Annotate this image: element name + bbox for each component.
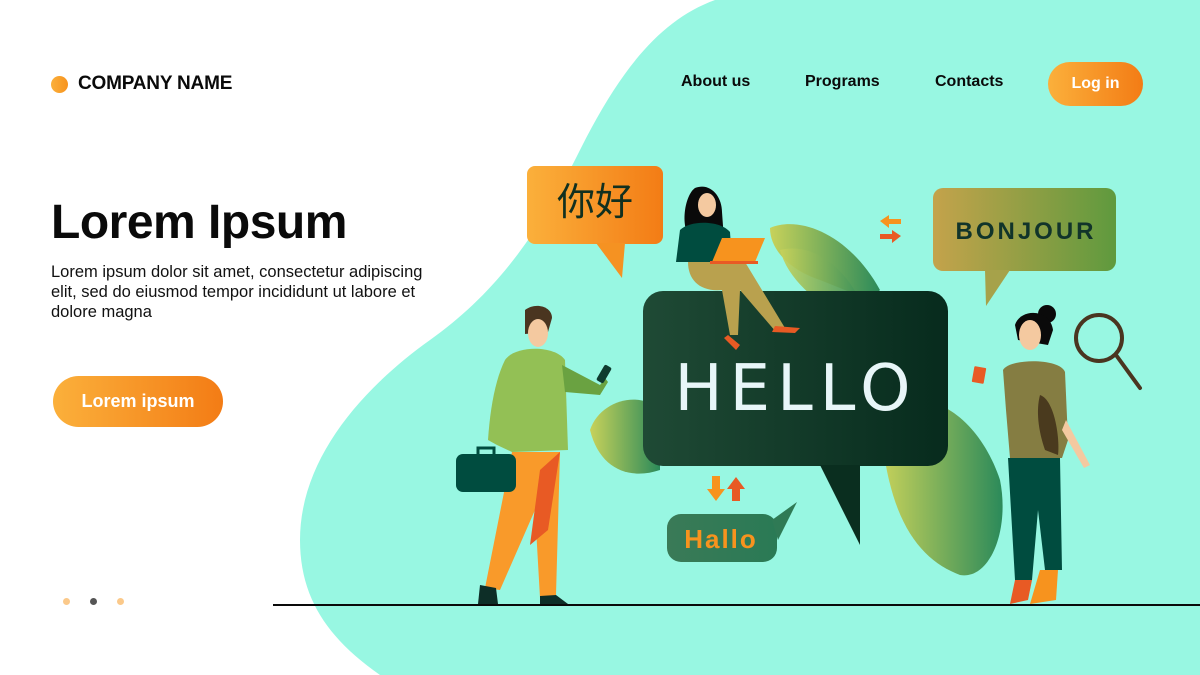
login-button[interactable]: Log in — [1048, 62, 1143, 106]
nav-about-us[interactable]: About us — [681, 73, 751, 90]
swap-arrows-icon — [880, 215, 901, 243]
man-with-briefcase — [456, 305, 612, 605]
company-name: COMPANY NAME — [78, 73, 233, 94]
logo-circle-icon — [51, 75, 68, 93]
woman-with-phone — [971, 305, 1090, 604]
logo[interactable]: COMPANY NAME — [51, 73, 232, 95]
cta-button[interactable]: Lorem ipsum — [53, 376, 223, 427]
english-greeting-text: HELLO — [675, 352, 918, 426]
hero-title: Lorem Ipsum — [51, 196, 347, 249]
magnifier-icon — [1074, 313, 1142, 390]
nav-programs[interactable]: Programs — [805, 73, 880, 90]
french-greeting-bubble — [933, 188, 1116, 306]
german-greeting-bubble — [667, 502, 797, 562]
carousel-dots — [63, 598, 124, 605]
english-greeting-bubble — [643, 291, 948, 545]
carousel-dot-3[interactable] — [117, 598, 124, 605]
chinese-greeting-bubble — [527, 166, 663, 278]
carousel-dot-2[interactable] — [90, 598, 97, 605]
hero-section: Lorem Ipsum Lorem ipsum dolor sit amet, … — [51, 196, 431, 322]
hero-description: Lorem ipsum dolor sit amet, consectetur … — [51, 263, 423, 321]
woman-with-laptop — [676, 186, 800, 350]
german-greeting-text: Hallo — [684, 524, 758, 554]
top-nav: About us Programs Contacts Log in — [0, 62, 1200, 106]
chinese-greeting-text: 你好 — [557, 180, 633, 224]
french-greeting-text: BONJOUR — [955, 218, 1096, 245]
up-down-arrows-icon — [707, 476, 745, 501]
carousel-dot-1[interactable] — [63, 598, 70, 605]
nav-contacts[interactable]: Contacts — [935, 73, 1004, 90]
